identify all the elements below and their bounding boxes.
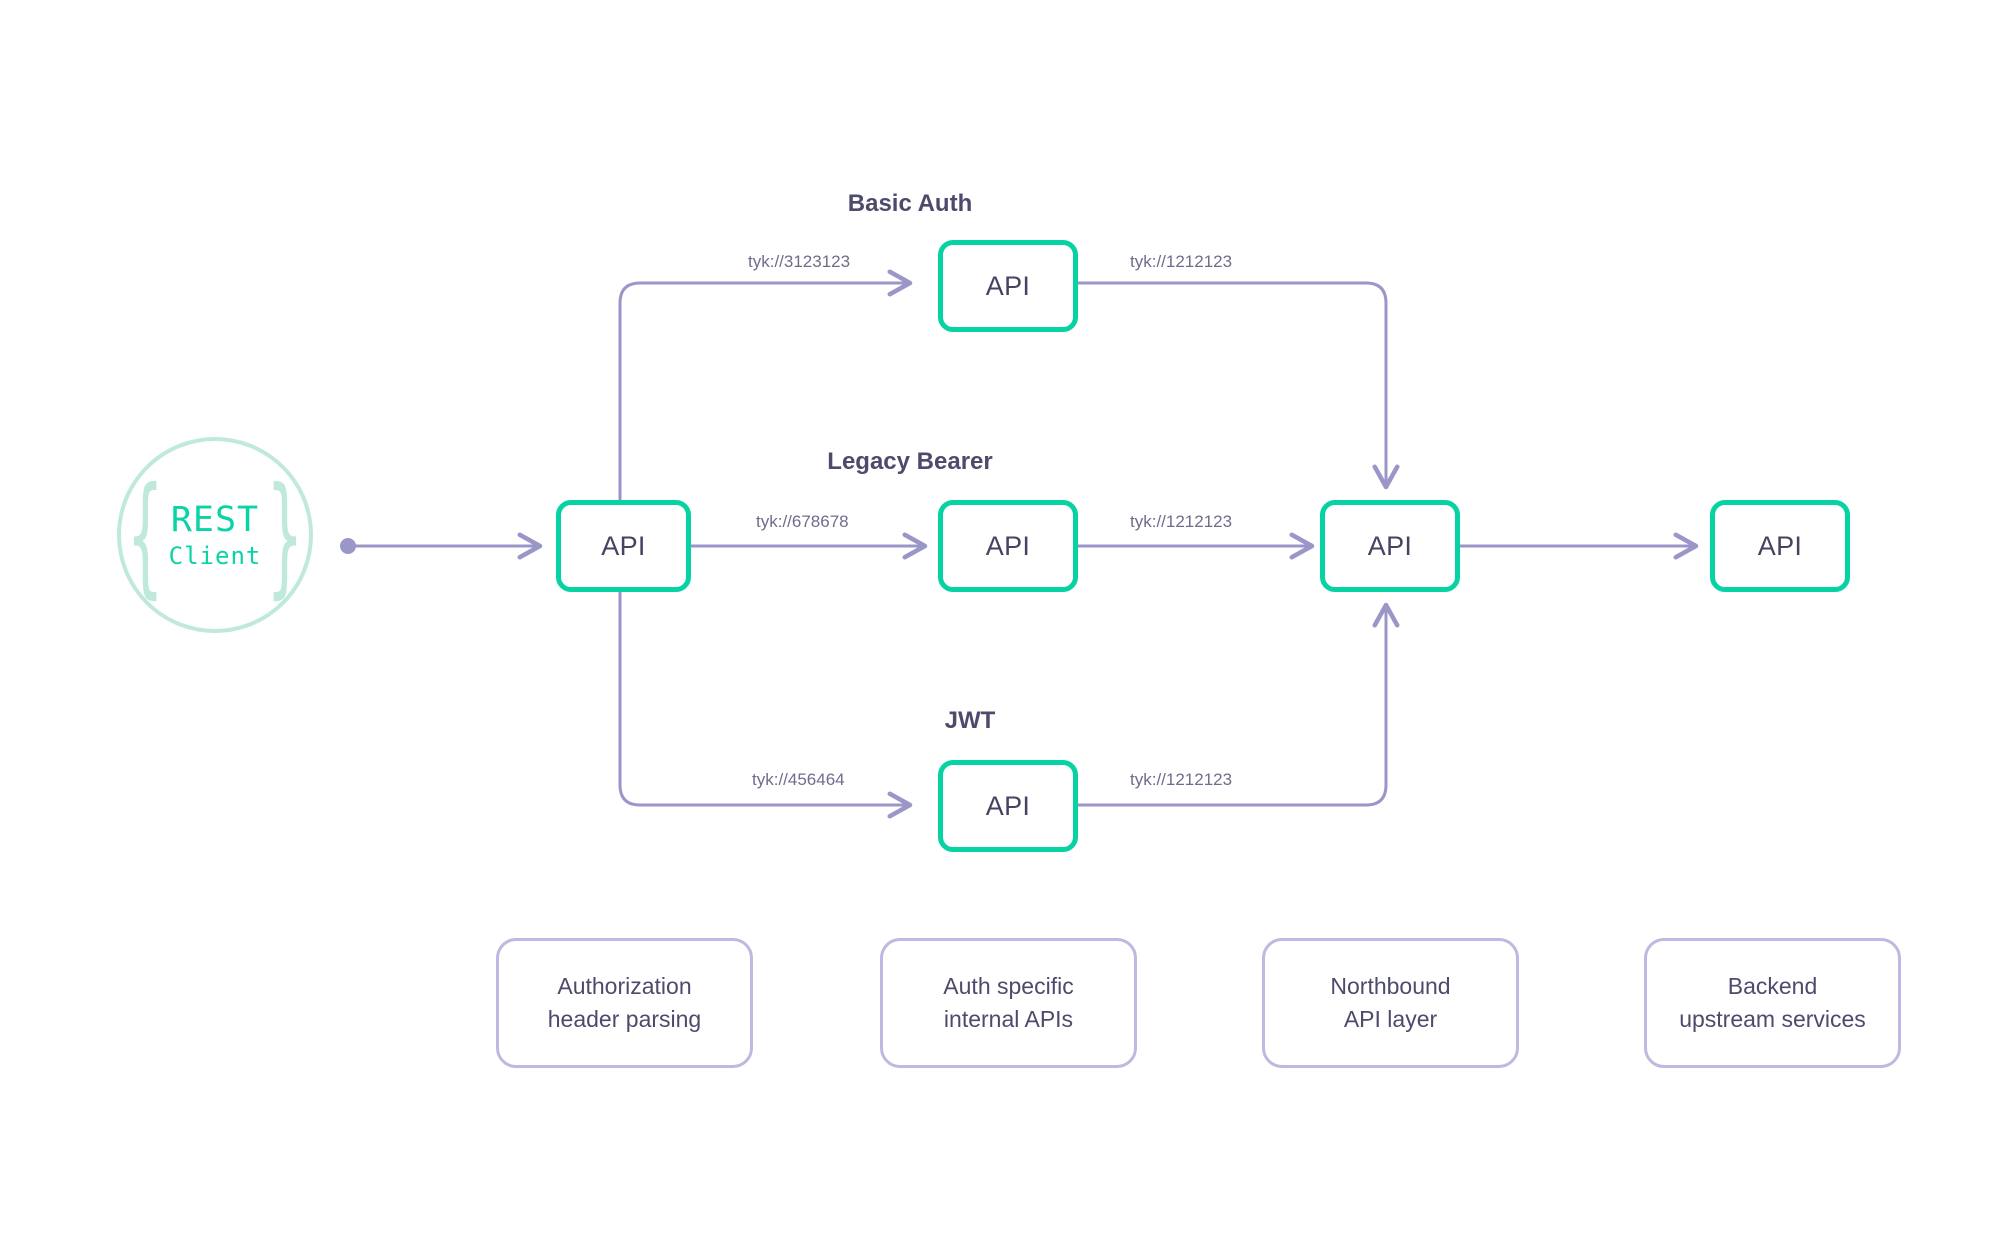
edge-label-jwt-to-northbound: tyk://1212123 — [1130, 770, 1233, 789]
rest-client-subtitle: Client — [168, 541, 262, 570]
rest-client-words: REST Client — [168, 499, 262, 570]
caption-box-backend-upstream-services: Backend upstream services — [1644, 938, 1901, 1068]
rest-client-node: { REST Client } — [117, 437, 313, 633]
api-node-jwt-label: API — [985, 790, 1031, 821]
caption-text: Backend upstream services — [1679, 972, 1866, 1032]
right-brace-icon: } — [267, 458, 303, 612]
api-node-legacy-bearer[interactable]: API — [938, 500, 1078, 592]
group-title-jwt: JWT — [944, 707, 996, 734]
rest-client-inner: { REST Client } — [128, 470, 303, 601]
edge-label-basic-auth-to-northbound: tyk://1212123 — [1130, 252, 1233, 271]
group-title-basic-auth: Basic Auth — [847, 190, 973, 217]
api-node-legacy-bearer-label: API — [985, 530, 1031, 561]
api-node-basic-auth-label: API — [985, 270, 1031, 301]
api-node-backend[interactable]: API — [1710, 500, 1850, 592]
edge-label-legacy-bearer-to-northbound: tyk://1212123 — [1130, 512, 1233, 531]
api-node-gateway[interactable]: API — [556, 500, 691, 592]
api-node-jwt[interactable]: API — [938, 760, 1078, 852]
caption-box-authorization-header-parsing: Authorization header parsing — [496, 938, 753, 1068]
api-node-northbound-label: API — [1367, 530, 1413, 561]
connector-origin-dot — [340, 538, 356, 554]
caption-box-auth-specific-internal-apis: Auth specific internal APIs — [880, 938, 1137, 1068]
edge-label-to-jwt: tyk://456464 — [752, 770, 845, 789]
edge-basic-auth-to-northbound — [1078, 281, 1400, 490]
caption-text: Northbound API layer — [1330, 972, 1451, 1032]
edge-label-to-basic-auth: tyk://3123123 — [748, 252, 851, 271]
api-node-backend-label: API — [1757, 530, 1803, 561]
caption-box-northbound-api-layer: Northbound API layer — [1262, 938, 1519, 1068]
rest-client-title: REST — [170, 499, 260, 540]
api-node-northbound[interactable]: API — [1320, 500, 1460, 592]
edge-label-to-legacy-bearer: tyk://678678 — [756, 512, 849, 531]
group-title-legacy-bearer: Legacy Bearer — [827, 448, 993, 475]
api-node-gateway-label: API — [601, 530, 646, 561]
api-node-basic-auth[interactable]: API — [938, 240, 1078, 332]
caption-text: Authorization header parsing — [547, 972, 702, 1032]
left-brace-icon: { — [127, 458, 163, 612]
caption-text: Auth specific internal APIs — [943, 972, 1074, 1032]
